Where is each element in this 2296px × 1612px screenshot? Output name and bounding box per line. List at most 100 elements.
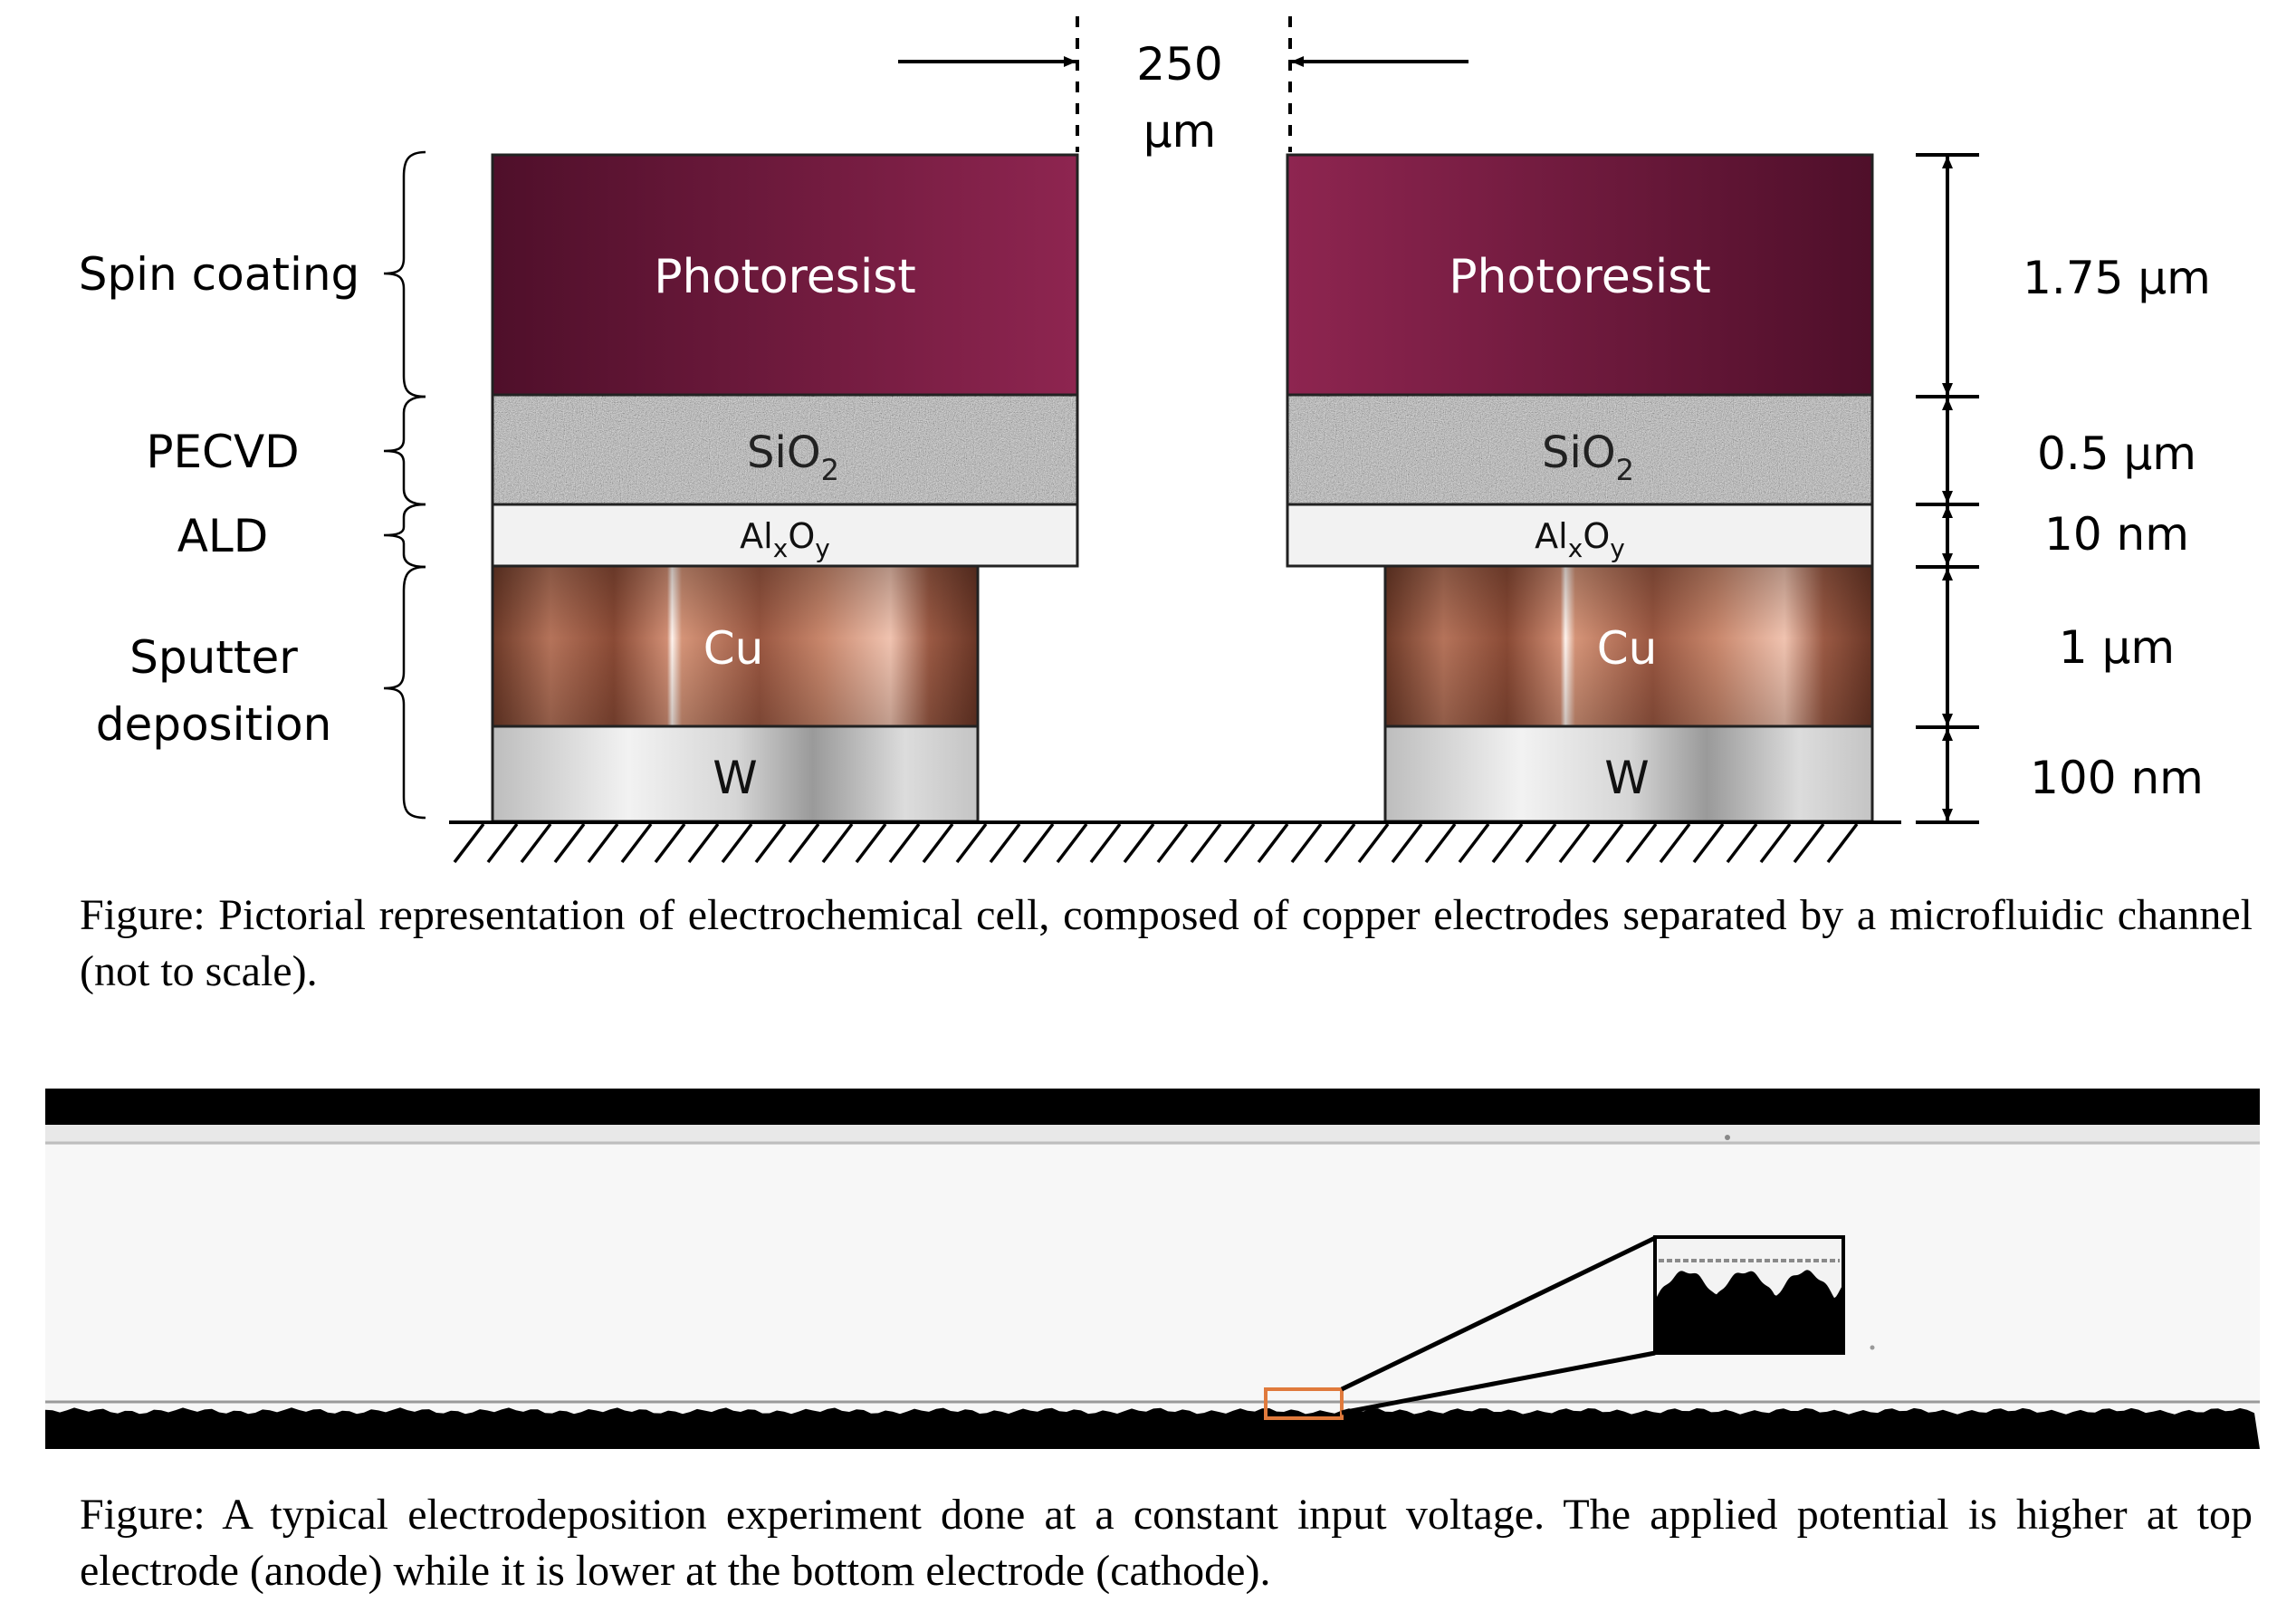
hatch-line <box>1793 822 1825 864</box>
right-sio2-label: SiO2 <box>1542 427 1634 487</box>
substrate-ground <box>449 820 1901 864</box>
hatch-line <box>1324 822 1356 864</box>
zoom-connector-bottom <box>1341 1350 1656 1415</box>
left-photoresist-label: Photoresist <box>654 250 916 304</box>
figure1-caption: Figure: Pictorial representation of elec… <box>80 891 2253 995</box>
hatch-line <box>1156 822 1189 864</box>
zoom-inset-border <box>1653 1235 1845 1355</box>
right-w-layer <box>1383 724 1874 823</box>
left-electrode-stack: Photoresist SiO2 AlxOy Cu W <box>491 153 1079 823</box>
thickness-photoresist: 1.75 µm <box>2023 252 2211 304</box>
hatch-line <box>587 822 619 864</box>
left-photoresist-layer <box>491 153 1079 397</box>
left-alox-sub2: y <box>815 533 830 563</box>
hatch-line <box>553 822 586 864</box>
brace-spin-coating <box>383 150 426 398</box>
thickness-cu: 1 µm <box>2059 621 2175 674</box>
left-cu-shading <box>493 566 978 726</box>
left-alox-mid: O <box>788 516 815 556</box>
bottom-electrode-cathode <box>45 1407 2260 1449</box>
hatch-line <box>1223 822 1256 864</box>
hatch-line <box>721 822 753 864</box>
left-w-layer <box>491 724 980 823</box>
hatch-line <box>1525 822 1557 864</box>
right-alox-mid: O <box>1583 516 1610 556</box>
left-w-label: W <box>713 752 757 804</box>
hatch-line <box>1257 822 1289 864</box>
right-sio2-subscript: 2 <box>1616 453 1634 487</box>
label-pecvd: PECVD <box>146 426 299 478</box>
hatch-line <box>1491 822 1524 864</box>
hatch-line <box>855 822 887 864</box>
left-alox-label: AlxOy <box>740 516 830 563</box>
top-electrode-anode <box>45 1089 2260 1125</box>
figure2-caption: Figure: A typical electrodeposition expe… <box>80 1491 2253 1595</box>
right-electrode-stack: Photoresist SiO2 AlxOy Cu W <box>1286 153 1874 823</box>
brace-sputter <box>383 565 426 820</box>
hatch-line <box>1391 822 1423 864</box>
left-sio2-base: SiO <box>747 427 821 478</box>
hatch-line <box>1290 822 1323 864</box>
hatch-line <box>1458 822 1490 864</box>
thickness-dimensions <box>1916 153 1979 824</box>
thickness-w: 100 nm <box>2030 752 2204 804</box>
hatch-line <box>654 822 686 864</box>
right-w-label: W <box>1604 752 1649 804</box>
hatch-line <box>1659 822 1691 864</box>
brace-ald <box>383 503 426 569</box>
right-alox-layer <box>1286 503 1874 568</box>
top-electrode-edge <box>45 1125 2260 1145</box>
hatch-line <box>486 822 519 864</box>
right-cu-label: Cu <box>1597 622 1658 675</box>
hatch-line <box>453 822 485 864</box>
hatch-line <box>687 822 720 864</box>
hatch-line <box>1692 822 1725 864</box>
hatch-line <box>1625 822 1658 864</box>
left-alox-sub1: x <box>773 533 789 563</box>
hatch-line <box>620 822 653 864</box>
hatch-line <box>888 822 921 864</box>
right-photoresist-label: Photoresist <box>1449 250 1711 304</box>
right-photoresist-layer <box>1286 153 1874 397</box>
hatch-line <box>1089 822 1122 864</box>
hatch-line <box>788 822 820 864</box>
channel-background <box>45 1089 2260 1449</box>
thickness-sio2: 0.5 µm <box>2037 427 2196 480</box>
thickness-labels: 1.75 µm 0.5 µm 10 nm 1 µm 100 nm <box>2023 252 2211 804</box>
label-sputter: Sputter <box>129 631 298 684</box>
hatch-line <box>1190 822 1222 864</box>
hatch-line <box>754 822 787 864</box>
hatch-line <box>955 822 988 864</box>
right-sio2-layer-texture <box>1287 395 1872 504</box>
hatch-line <box>520 822 552 864</box>
zoom-inset-deposit <box>1657 1270 1842 1351</box>
zoom-connector-top <box>1340 1235 1657 1392</box>
label-deposition: deposition <box>96 698 332 751</box>
zoom-region-box <box>1264 1387 1344 1420</box>
process-labels: Spin coating PECVD ALD Sputter depositio… <box>79 248 360 751</box>
right-sio2-base: SiO <box>1542 427 1616 478</box>
hatch-line <box>1826 822 1859 864</box>
hatch-line <box>1123 822 1155 864</box>
hatch-line <box>1592 822 1624 864</box>
debris-dot <box>1725 1135 1730 1140</box>
left-sio2-label: SiO2 <box>747 427 839 487</box>
hatch-line <box>922 822 954 864</box>
label-ald: ALD <box>177 510 269 562</box>
hatch-line <box>989 822 1021 864</box>
hatch-line <box>1056 822 1088 864</box>
right-alox-label: AlxOy <box>1535 516 1625 563</box>
hatch-line <box>1558 822 1591 864</box>
hatch-line <box>1424 822 1457 864</box>
thickness-alox: 10 nm <box>2044 508 2189 561</box>
left-sio2-layer-texture <box>493 395 1077 504</box>
hatch-line <box>1759 822 1792 864</box>
process-braces <box>383 150 426 820</box>
hatch-line <box>1357 822 1390 864</box>
debris-dot <box>1870 1345 1875 1350</box>
right-alox-base: Al <box>1535 516 1568 556</box>
left-sio2-subscript: 2 <box>821 453 839 487</box>
right-cu-shading <box>1385 566 1872 726</box>
gap-dimension: 250 µm <box>898 16 1468 158</box>
